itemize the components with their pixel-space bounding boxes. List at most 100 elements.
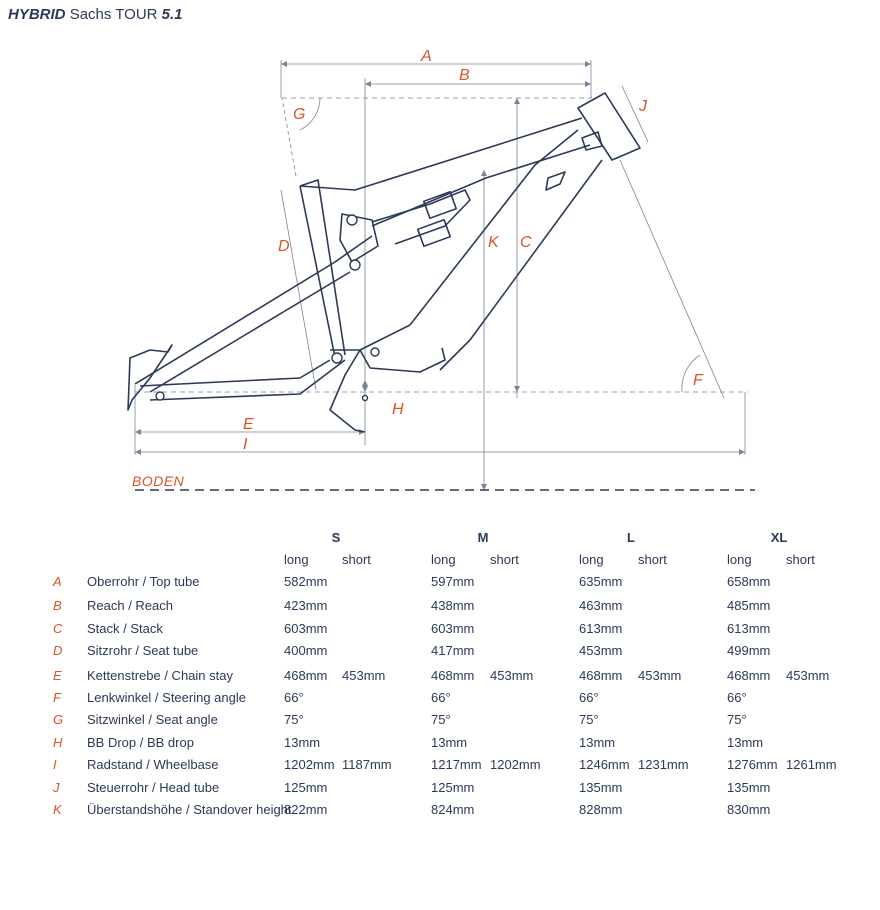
row-letter: J [53, 780, 60, 795]
rocker-link [339, 213, 379, 263]
row-value: 468mm [579, 668, 623, 683]
sub-header-short: short [490, 552, 519, 567]
title-model-name: Sachs TOUR [69, 6, 158, 23]
row-name: Oberrohr / Top tube [87, 574, 200, 589]
row-letter: I [53, 757, 57, 772]
row-value: 597mm [431, 574, 475, 589]
sub-header-long: long [284, 552, 309, 567]
seat-stay-lower [149, 271, 351, 393]
row-value: 13mm [431, 735, 468, 750]
row-letter: H [53, 735, 63, 750]
top-tube-upper [299, 117, 583, 191]
table-row: F Lenkwinkel / Steering angle 66° 66° 66° 66° [0, 690, 880, 710]
battery-window [545, 171, 566, 191]
title-model-number: 5.1 [161, 6, 183, 23]
seat-axis-ext [281, 97, 297, 177]
sub-header-long: long [727, 552, 752, 567]
row-value: 828mm [579, 802, 623, 817]
row-value: 1261mm [786, 757, 837, 772]
row-value: 75° [431, 712, 451, 727]
motor-housing [359, 324, 446, 373]
row-value: 453mm [490, 668, 534, 683]
row-value: 1276mm [727, 757, 778, 772]
pivot-bolt-2 [349, 259, 361, 271]
row-value: 1187mm [342, 757, 392, 772]
row-value: 13mm [579, 735, 616, 750]
row-letter: C [53, 621, 63, 636]
row-value: 463mm [579, 598, 623, 613]
size-header-xl: XL [770, 530, 788, 545]
size-header-m: M [477, 530, 489, 545]
row-letter: D [53, 643, 63, 658]
table-row: H BB Drop / BB drop 13mm 13mm 13mm 13mm [0, 735, 880, 755]
row-value: 1202mm [490, 757, 541, 772]
row-name: BB Drop / BB drop [87, 735, 194, 750]
row-value: 603mm [284, 621, 328, 636]
row-letter: F [53, 690, 61, 705]
pivot-bolt-4 [370, 347, 380, 357]
row-value: 423mm [284, 598, 328, 613]
sub-header-long: long [431, 552, 456, 567]
size-header-s: S [331, 530, 341, 545]
label-k: K [488, 234, 500, 251]
row-value: 125mm [284, 780, 328, 795]
down-tube-lower [439, 159, 603, 371]
row-letter: B [53, 598, 62, 613]
row-value: 66° [579, 690, 599, 705]
angle-arc-f [681, 354, 701, 393]
angle-arc-g [299, 97, 321, 131]
row-value: 613mm [579, 621, 623, 636]
label-d: D [278, 238, 290, 255]
pivot-bolt-1 [346, 214, 358, 226]
row-value: 658mm [727, 574, 771, 589]
bike-frame [127, 92, 641, 433]
label-f: F [693, 372, 704, 389]
row-value: 66° [431, 690, 451, 705]
row-name: Überstandshöhe / Standover height [87, 802, 292, 817]
label-h: H [392, 401, 404, 418]
label-c: C [520, 234, 532, 251]
row-name: Radstand / Wheelbase [87, 757, 219, 772]
row-value: 1202mm [284, 757, 335, 772]
row-value: 1231mm [638, 757, 689, 772]
row-value: 66° [284, 690, 304, 705]
row-value: 13mm [284, 735, 321, 750]
row-value: 453mm [579, 643, 623, 658]
row-name: Reach / Reach [87, 598, 173, 613]
shock-body [422, 190, 458, 220]
row-value: 824mm [431, 802, 475, 817]
row-value: 468mm [284, 668, 328, 683]
row-value: 485mm [727, 598, 771, 613]
sub-header-short: short [638, 552, 667, 567]
row-value: 135mm [579, 780, 623, 795]
rear-dropout [127, 344, 173, 411]
row-value: 468mm [727, 668, 771, 683]
row-value: 400mm [284, 643, 328, 658]
pivot-bolts [155, 214, 380, 402]
row-value: 613mm [727, 621, 771, 636]
swingarm-pivot [329, 349, 366, 433]
row-letter: A [53, 574, 62, 589]
row-value: 603mm [431, 621, 475, 636]
row-name: Lenkwinkel / Steering angle [87, 690, 246, 705]
row-value: 75° [727, 712, 747, 727]
row-value: 417mm [431, 643, 475, 658]
row-value: 499mm [727, 643, 771, 658]
row-value: 66° [727, 690, 747, 705]
sub-header-long: long [579, 552, 604, 567]
row-value: 13mm [727, 735, 764, 750]
row-value: 135mm [727, 780, 771, 795]
size-header-l: L [627, 530, 635, 545]
row-letter: G [53, 712, 64, 727]
label-j: J [638, 98, 648, 115]
row-name: Sitzrohr / Seat tube [87, 643, 199, 658]
page-title: HYBRID Sachs TOUR 5.1 [8, 6, 183, 23]
